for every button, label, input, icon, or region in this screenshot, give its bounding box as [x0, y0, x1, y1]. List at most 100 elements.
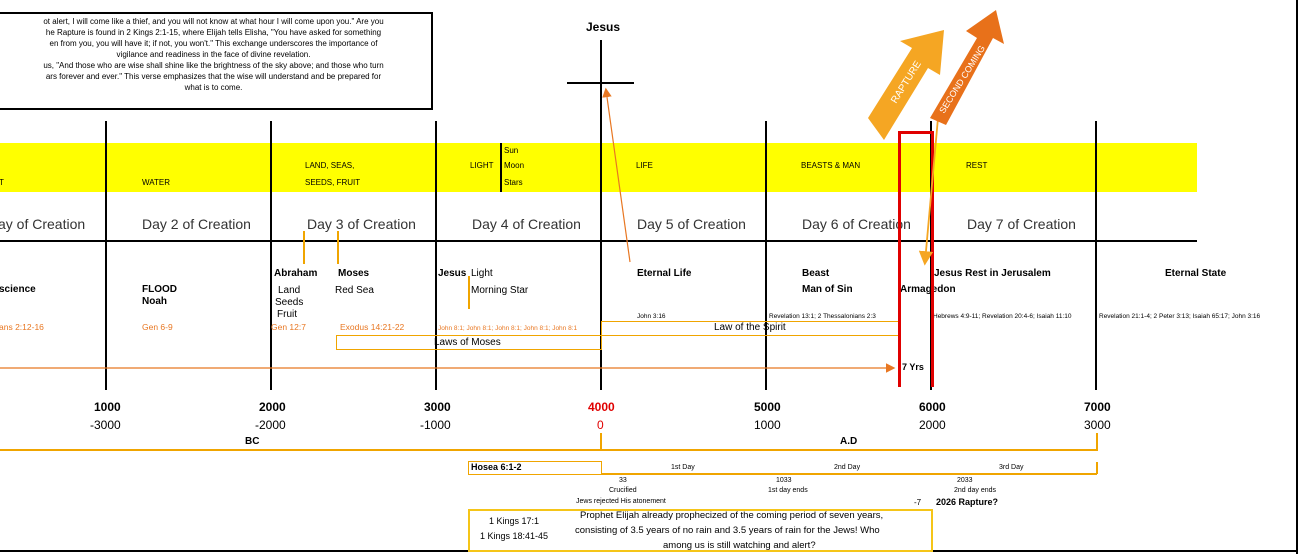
hosea-label: Hosea 6:1-2 — [471, 462, 522, 472]
ref-gen69: Gen 6-9 — [142, 322, 173, 332]
band-moon-label: Moon — [504, 161, 525, 170]
elijah-prophecy-box — [468, 509, 933, 552]
second-coming-arrow — [918, 117, 939, 266]
day-axis-line — [0, 240, 1197, 242]
year-3000: 3000 — [424, 400, 451, 414]
date-minus2000: -2000 — [255, 418, 286, 432]
day-3-label: Day 3 of Creation — [307, 216, 416, 232]
prophetic-day-1: 1st Day — [671, 464, 695, 471]
second-coming-text: SECOND COMING — [937, 44, 987, 115]
prophetic-day-3: 3rd Day — [999, 464, 1024, 471]
ref-gen127: Gen 12:7 — [271, 322, 306, 332]
band-light-label: T — [0, 178, 4, 187]
event-morning-star: Morning Star — [471, 285, 529, 296]
event-fruit: Fruit — [277, 309, 297, 320]
year-4000: 4000 — [588, 400, 615, 414]
quote-line: us, "And those who are wise shall shine … — [43, 61, 384, 70]
ad-bracket — [601, 449, 1098, 451]
law-of-spirit-label: Law of the Spirit — [714, 322, 786, 333]
ref-exodus: Exodus 14:21-22 — [340, 322, 405, 332]
band-seeds-label: SEEDS, FRUIT — [305, 178, 361, 187]
bc-bracket-end — [600, 433, 602, 451]
frame-right — [1296, 0, 1298, 554]
event-abraham: Abraham — [274, 268, 318, 279]
cross-vertical — [600, 40, 602, 82]
day-2-label: Day 2 of Creation — [142, 216, 251, 232]
event-science: science — [0, 284, 36, 295]
band-rest-label: REST — [966, 161, 988, 170]
divider-1000 — [105, 121, 107, 390]
mark-rejected: Jews rejected His atonement — [576, 498, 666, 505]
event-jesus: Jesus — [438, 268, 467, 279]
ref-rev13: Revelation 13:1; 2 Thessalonians 2:3 — [769, 313, 876, 320]
mark-2033: 2033 — [957, 477, 973, 484]
event-eternal-state: Eternal State — [1165, 268, 1227, 279]
divider-5000 — [765, 121, 767, 390]
mark-second-day-ends: 2nd day ends — [954, 487, 997, 494]
divider-day4-band — [500, 143, 502, 192]
mark-rapture-2026: 2026 Rapture? — [936, 497, 999, 507]
laws-of-moses-label: Laws of Moses — [434, 337, 501, 348]
prophetic-day-end — [1096, 462, 1098, 474]
day-5-label: Day 5 of Creation — [637, 216, 746, 232]
date-1000: 1000 — [754, 418, 781, 432]
day-1-label: ay of Creation — [0, 216, 86, 232]
date-3000: 3000 — [1084, 418, 1111, 432]
ref-john316: John 3:16 — [637, 313, 666, 320]
hosea-box — [468, 461, 602, 475]
day-6-label: Day 6 of Creation — [802, 216, 911, 232]
quote-line: vigilance and readiness in the face of d… — [116, 50, 311, 59]
date-minus3000: -3000 — [90, 418, 121, 432]
event-seeds: Seeds — [275, 297, 304, 308]
event-noah: Noah — [142, 296, 167, 307]
year-7000: 7000 — [1084, 400, 1111, 414]
bc-bracket — [0, 449, 601, 451]
ref-rev21: Revelation 21:1-4; 2 Peter 3:13; Isaiah … — [1099, 313, 1261, 320]
event-land: Land — [278, 285, 301, 296]
ad-bracket-end — [1096, 433, 1098, 451]
eternal-life-arrow — [602, 87, 631, 263]
quote-line: en from you, you will have it; if not, y… — [49, 39, 378, 48]
band-beasts-label: BEASTS & MAN — [801, 161, 861, 170]
band-sun-label: Sun — [504, 146, 519, 155]
event-jesus-rest: Jesus Rest in Jerusalem — [934, 268, 1051, 279]
quote-line: what is to come. — [184, 83, 243, 92]
event-man-of-sin: Man of Sin — [802, 284, 853, 295]
jesus-title: Jesus — [586, 20, 621, 34]
event-armagedon: Armagedon — [900, 284, 956, 295]
prophecy-line-1: Prophet Elijah already prophecized of th… — [580, 510, 884, 521]
second-coming-banner — [930, 10, 1004, 125]
quote-line: he Rapture is found in 2 Kings 2:1-15, w… — [45, 28, 382, 37]
year-6000: 6000 — [919, 400, 946, 414]
creation-band — [0, 143, 1197, 192]
ref-heb: Hebrews 4:9-11; Revelation 20:4-6; Isaia… — [933, 313, 1072, 320]
mark-minus7: -7 — [914, 498, 922, 507]
seven-years-label: 7 Yrs — [902, 362, 924, 372]
event-beast: Beast — [802, 268, 830, 279]
event-red-sea: Red Sea — [335, 285, 374, 296]
day-4-label: Day 4 of Creation — [472, 216, 581, 232]
morning-star-tick — [468, 276, 470, 309]
event-eternal-life: Eternal Life — [637, 268, 692, 279]
abraham-tick — [303, 231, 305, 264]
scripture-quote-box: ot alert, I will come like a thief, and … — [0, 12, 433, 110]
date-2000: 2000 — [919, 418, 946, 432]
event-flood: FLOOD — [142, 284, 177, 295]
divider-2000 — [270, 121, 272, 390]
event-light: Light — [471, 268, 493, 279]
laws-of-moses-box — [336, 335, 602, 350]
year-2000: 2000 — [259, 400, 286, 414]
divider-7000 — [1095, 121, 1097, 390]
mark-first-day-ends: 1st day ends — [768, 487, 808, 494]
date-zero: 0 — [597, 418, 604, 432]
event-moses: Moses — [338, 268, 370, 279]
mark-crucified: Crucified — [609, 487, 637, 494]
prophetic-day-2: 2nd Day — [834, 464, 861, 471]
prophecy-ref-1: 1 Kings 17:1 — [489, 516, 540, 526]
divider-3000 — [435, 121, 437, 390]
band-stars-label: Stars — [504, 178, 523, 187]
era-ad: A.D — [840, 436, 858, 447]
rapture-banner — [868, 30, 944, 140]
